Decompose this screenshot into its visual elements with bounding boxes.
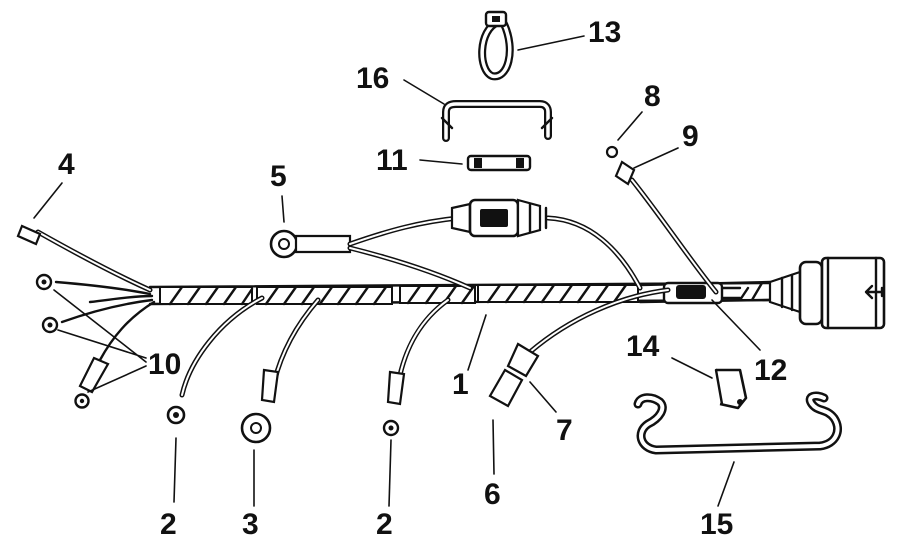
ground-lead-3 bbox=[240, 297, 321, 444]
callout-1: 1 bbox=[452, 368, 469, 401]
callout-3: 3 bbox=[242, 508, 259, 541]
cable-tie-part-13 bbox=[478, 10, 514, 81]
callout-9: 9 bbox=[682, 120, 699, 153]
callout-labels: 1 2 3 2 4 5 6 7 8 9 10 11 12 13 14 15 16 bbox=[58, 16, 787, 541]
bracket-part-14 bbox=[714, 368, 748, 410]
ground-lead-2-right bbox=[382, 297, 451, 437]
callout-8: 8 bbox=[644, 80, 661, 113]
callout-2-right: 2 bbox=[376, 508, 393, 541]
callout-5: 5 bbox=[270, 160, 287, 193]
u-clip-part-16 bbox=[440, 100, 554, 142]
callout-2-left: 2 bbox=[160, 508, 177, 541]
leader-lines bbox=[33, 35, 761, 507]
left-leads bbox=[16, 224, 156, 409]
lead-5-with-fuse-holder bbox=[269, 198, 643, 291]
callout-16: 16 bbox=[356, 62, 389, 95]
callout-7: 7 bbox=[556, 414, 573, 447]
wire-retainer-part-15 bbox=[633, 391, 842, 455]
fuse-part-11 bbox=[466, 154, 532, 172]
callout-15: 15 bbox=[700, 508, 733, 541]
main-connector-plug bbox=[768, 256, 886, 330]
callout-10: 10 bbox=[148, 348, 181, 381]
callout-11: 11 bbox=[376, 144, 408, 177]
callout-4: 4 bbox=[58, 148, 75, 181]
lead-8-9 bbox=[605, 145, 719, 295]
harness-tape-wraps bbox=[159, 283, 639, 306]
callout-13: 13 bbox=[588, 16, 621, 49]
callout-12: 12 bbox=[754, 354, 787, 387]
callout-14: 14 bbox=[626, 330, 660, 363]
ground-lead-2-left bbox=[166, 295, 265, 425]
callout-6: 6 bbox=[484, 478, 501, 511]
lead-7-bullet-connector bbox=[488, 287, 671, 408]
